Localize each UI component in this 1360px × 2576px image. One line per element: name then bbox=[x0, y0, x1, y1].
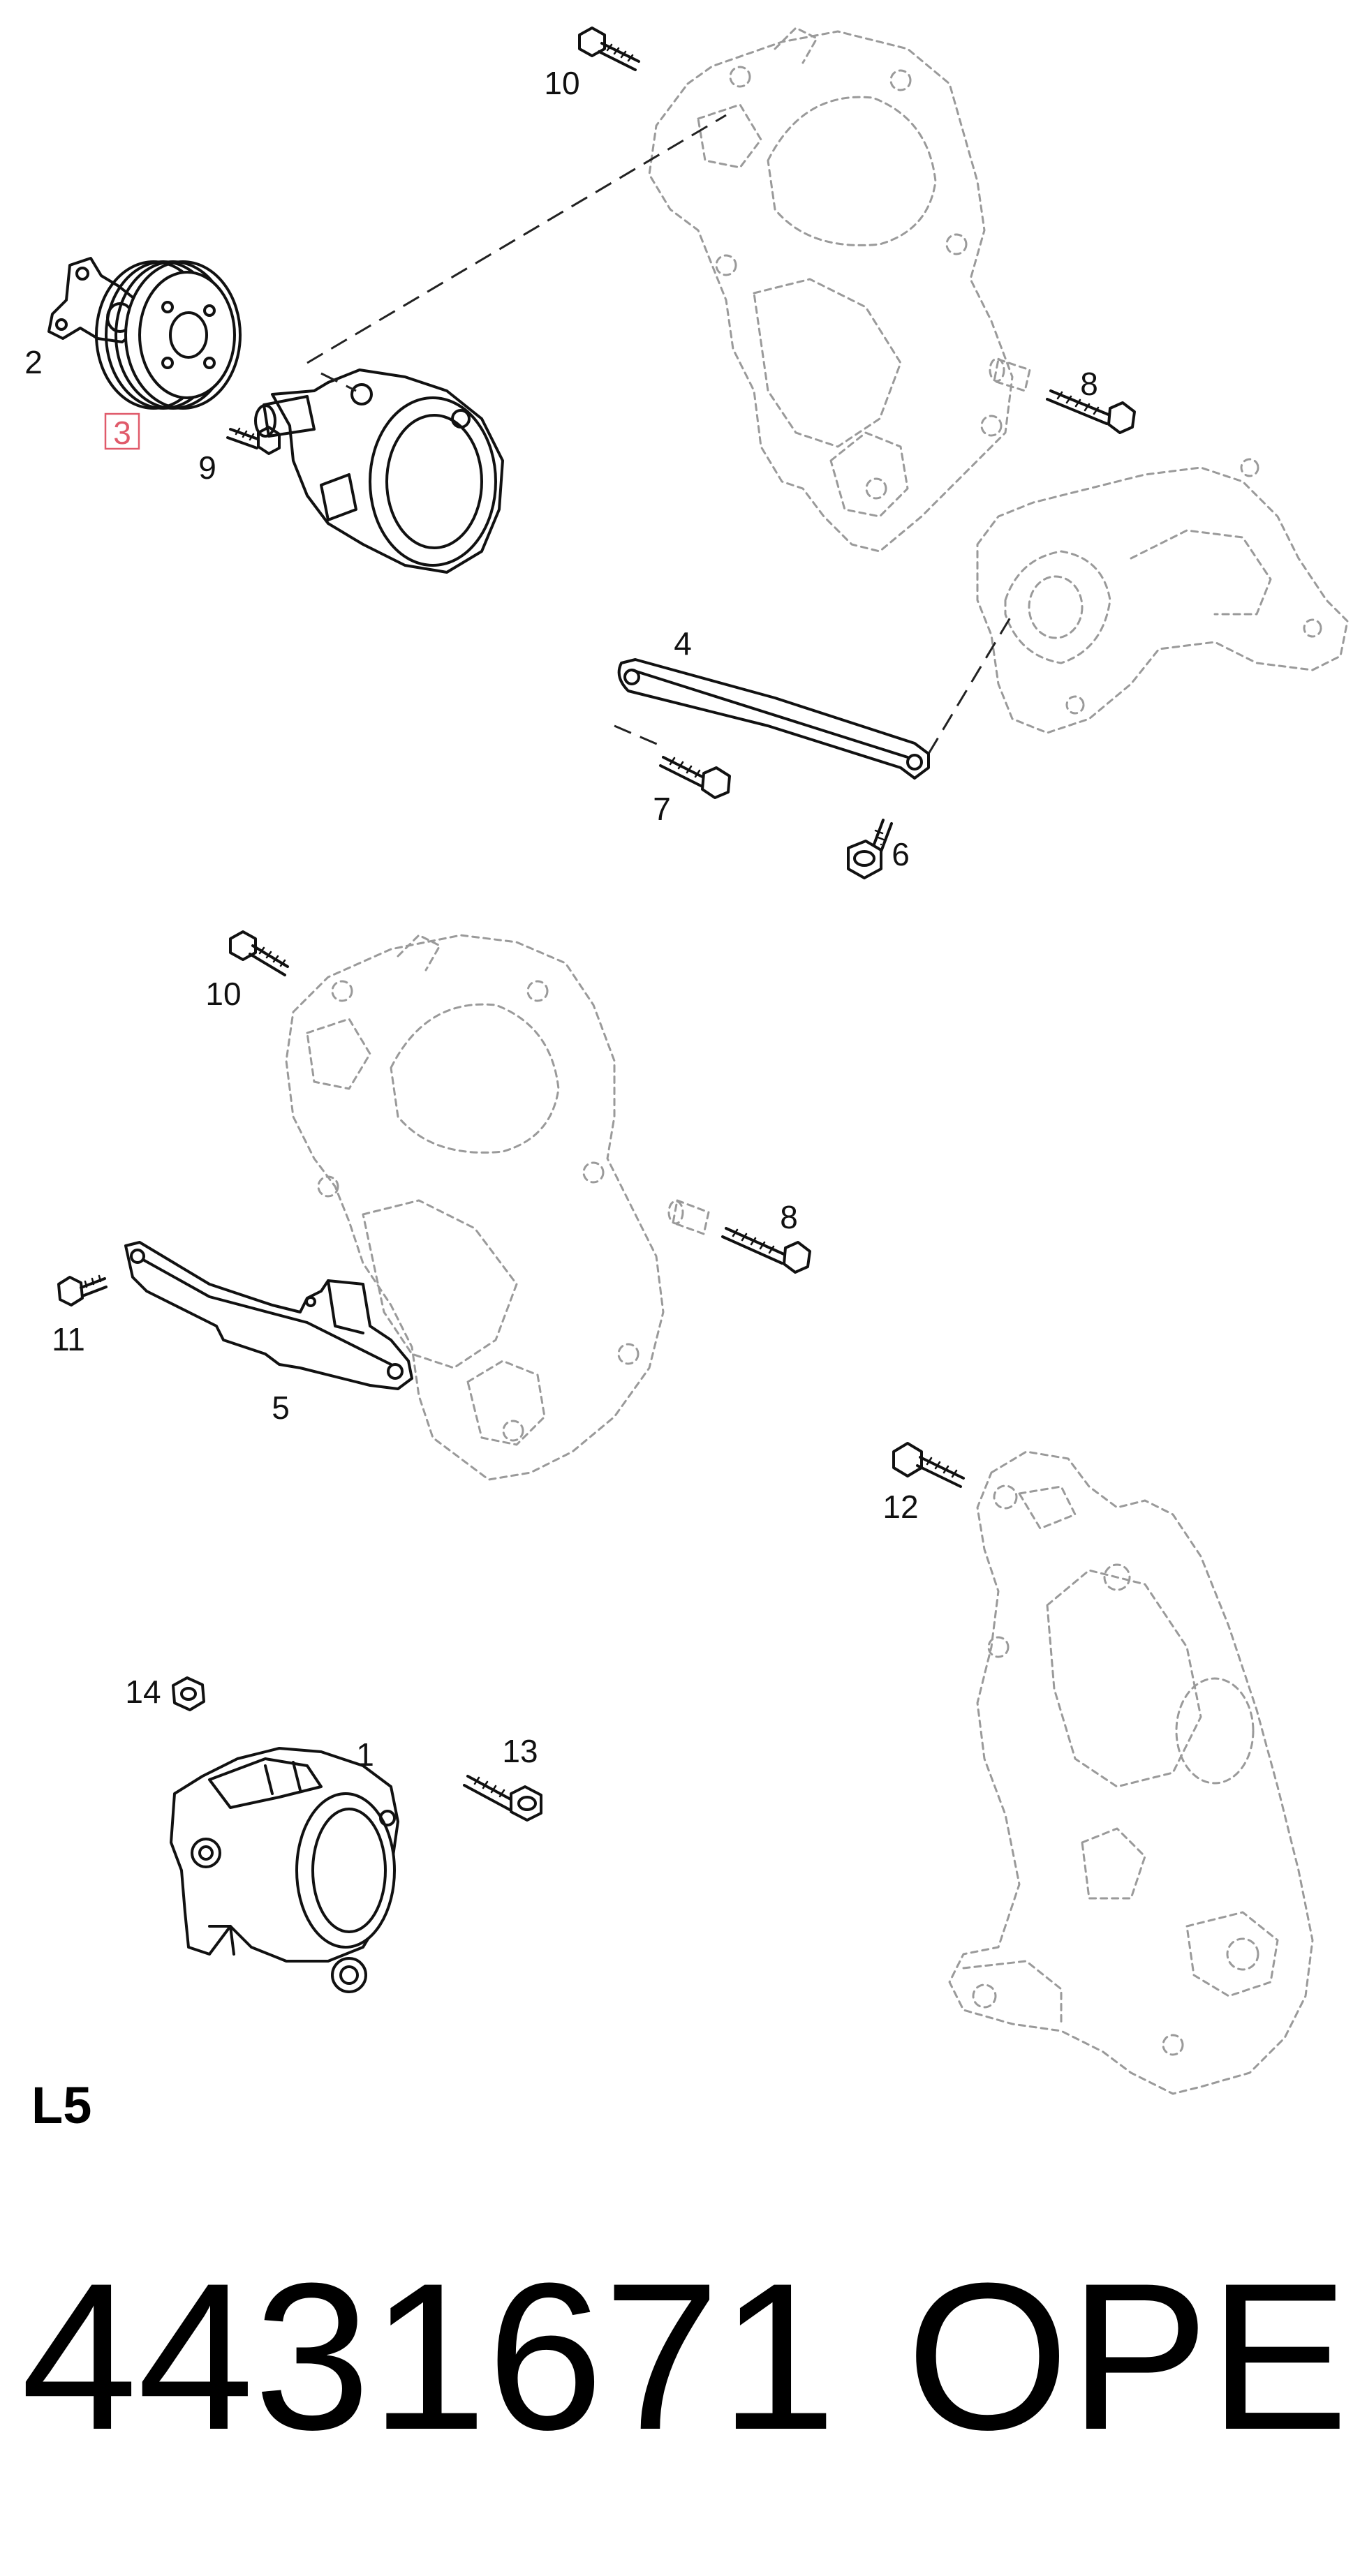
callout-11: 11 bbox=[52, 1321, 85, 1357]
bolt-8-mid bbox=[721, 1227, 811, 1274]
vacuum-pump-top bbox=[254, 368, 504, 574]
pump-housing-ghost bbox=[976, 458, 1349, 734]
bolt-6 bbox=[847, 819, 893, 879]
bolt-10-top bbox=[578, 27, 640, 71]
callout-10-top: 10 bbox=[544, 65, 579, 101]
part-number: 4431671 bbox=[21, 2239, 836, 2473]
callout-3: 3 bbox=[113, 415, 131, 451]
engine-bracket-ghost bbox=[948, 1450, 1314, 2095]
callout-5: 5 bbox=[272, 1390, 290, 1426]
callout-14: 14 bbox=[125, 1674, 161, 1710]
pulley-3 bbox=[95, 260, 242, 410]
bolt-11 bbox=[57, 1274, 108, 1306]
callout-12: 12 bbox=[882, 1489, 918, 1525]
vacuum-pump-1 bbox=[170, 1747, 399, 1993]
bracket-5 bbox=[124, 1241, 413, 1390]
bolt-8-top bbox=[1046, 389, 1136, 434]
callout-7: 7 bbox=[653, 791, 671, 827]
bolt-10-mid bbox=[229, 930, 289, 976]
brand-name: OPEL bbox=[906, 2239, 1360, 2473]
callout-4: 4 bbox=[674, 625, 692, 662]
guide-line-top-d bbox=[614, 724, 664, 748]
callout-13: 13 bbox=[502, 1733, 538, 1769]
callout-8-mid: 8 bbox=[780, 1199, 798, 1235]
callout-6: 6 bbox=[892, 836, 910, 872]
spacer-mid-ghost bbox=[667, 1199, 710, 1235]
bolt-7 bbox=[659, 756, 731, 799]
bolt-12 bbox=[892, 1442, 965, 1488]
bolt-13 bbox=[463, 1775, 542, 1822]
spacer-top-ghost bbox=[989, 357, 1031, 392]
front-cover-top-ghost bbox=[648, 27, 1014, 553]
nut-14 bbox=[172, 1676, 205, 1711]
callout-1: 1 bbox=[356, 1736, 374, 1773]
strap-4 bbox=[617, 658, 930, 780]
callout-9: 9 bbox=[198, 449, 216, 486]
guide-line-top-c bbox=[927, 613, 1014, 754]
callout-8-top: 8 bbox=[1080, 366, 1098, 402]
guide-line-top-a bbox=[306, 114, 727, 364]
front-cover-mid-ghost bbox=[285, 934, 665, 1481]
section-label: L5 bbox=[31, 2076, 91, 2134]
guide-line-top-b bbox=[320, 372, 357, 392]
callout-2: 2 bbox=[24, 344, 43, 380]
callout-10-mid: 10 bbox=[205, 976, 241, 1012]
highlight-box-3 bbox=[104, 412, 140, 450]
